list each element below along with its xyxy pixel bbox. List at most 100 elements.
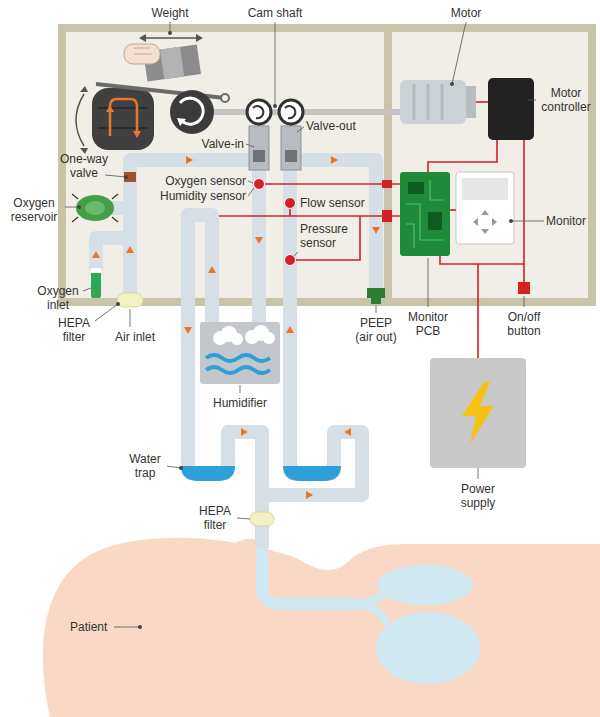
housing: [58, 24, 596, 306]
leader-line: [452, 22, 466, 84]
wire: [290, 216, 360, 260]
motor-rib: [413, 84, 416, 120]
hepa-filter: [117, 293, 143, 307]
chip: [428, 212, 442, 230]
water-wave: [206, 355, 270, 361]
electronics: [400, 172, 526, 468]
dpad: [481, 229, 489, 234]
vapour-cloud: [231, 333, 243, 345]
bellows: [92, 88, 154, 150]
part-label: HEPA filter: [195, 504, 235, 532]
part-label: PEEP (air out): [350, 316, 402, 344]
vapour-cloud: [263, 332, 275, 344]
on-off-button: [518, 282, 530, 294]
bellows-fold: [98, 107, 148, 109]
bellows-fold: [98, 127, 148, 129]
part-label: Monitor: [546, 214, 586, 228]
monitor-screen: [462, 178, 508, 200]
wire: [477, 264, 479, 358]
wires: [219, 102, 524, 358]
dpad: [473, 218, 478, 226]
pipe: [252, 170, 266, 322]
flow-arrow: [306, 491, 313, 499]
valve-in: [249, 126, 269, 170]
leader-line: [248, 188, 254, 196]
leader-line: [428, 258, 429, 307]
flow-arrow: [106, 105, 114, 112]
flow-arrow: [344, 428, 351, 436]
flow-arrow: [184, 327, 192, 334]
hepa-filter: [250, 512, 274, 526]
bellows-assembly: [76, 34, 229, 154]
rotation-arrow: [285, 106, 295, 118]
weight-block: [160, 47, 184, 79]
pivot: [221, 94, 229, 102]
leader-dot: [509, 219, 513, 223]
monitor: [456, 172, 514, 244]
leader-dot: [116, 302, 120, 306]
leader-lines: [65, 22, 544, 627]
leader-line: [240, 385, 241, 393]
monitor-pcb: [400, 172, 450, 256]
part-label: HEPA filter: [54, 316, 94, 344]
pcb-trace: [406, 180, 444, 248]
leader-dot: [124, 175, 128, 179]
leader-line: [478, 468, 479, 479]
cam: [170, 90, 214, 134]
part-label: Patient: [70, 620, 107, 634]
bronchus: [356, 604, 388, 624]
inlet-parts: [72, 172, 385, 526]
lightning-bolt: [462, 382, 494, 444]
motion-arrow: [72, 217, 78, 222]
leader-dot: [138, 625, 142, 629]
leader-dots: [77, 31, 513, 629]
leader-line: [248, 181, 253, 183]
housing-panel: [392, 32, 588, 298]
leader-dot: [179, 466, 183, 470]
part-label: Weight: [151, 6, 188, 20]
leader-line: [528, 100, 536, 101]
valves: [249, 126, 301, 170]
leader-line: [524, 296, 525, 307]
arrow-head: [196, 34, 203, 42]
leader-line: [105, 175, 126, 177]
leader-line: [167, 466, 181, 468]
leader-line: [246, 144, 254, 147]
arrow-head: [177, 118, 186, 126]
flow-arrows: [92, 156, 380, 499]
housing-frame: [58, 24, 596, 306]
wire: [219, 215, 400, 217]
airway: [262, 540, 360, 604]
rotation-arrow: [253, 106, 263, 118]
flow-sensor: [285, 198, 296, 209]
leader-line: [65, 207, 79, 208]
finger: [134, 48, 150, 49]
motion-arrow: [72, 194, 78, 199]
peep-valve: [371, 298, 381, 304]
part-label: Valve-in: [202, 137, 244, 151]
leader-line: [83, 288, 91, 291]
wire: [523, 140, 525, 282]
oxygen-reservoir: [76, 195, 114, 221]
leader-dot: [77, 205, 81, 209]
leader-line: [275, 22, 276, 106]
connector: [382, 180, 392, 188]
humidifier-box: [200, 322, 280, 384]
flow-arrow: [372, 227, 380, 234]
dpad: [481, 210, 489, 215]
oxygen-inlet: [91, 268, 101, 298]
leader-dot: [168, 31, 172, 35]
valve-seat: [253, 150, 265, 162]
part-label: Valve-out: [306, 119, 356, 133]
leader-line: [511, 221, 544, 222]
flow-arrow: [286, 326, 294, 333]
peep-valve: [367, 288, 385, 298]
one-way-valve: [124, 172, 136, 182]
wire: [428, 140, 497, 172]
leader-line: [294, 252, 298, 256]
lung: [376, 612, 480, 684]
part-label: Power supply: [456, 482, 500, 510]
bellows-flow: [110, 99, 137, 136]
oxygen-sensor: [254, 179, 265, 190]
